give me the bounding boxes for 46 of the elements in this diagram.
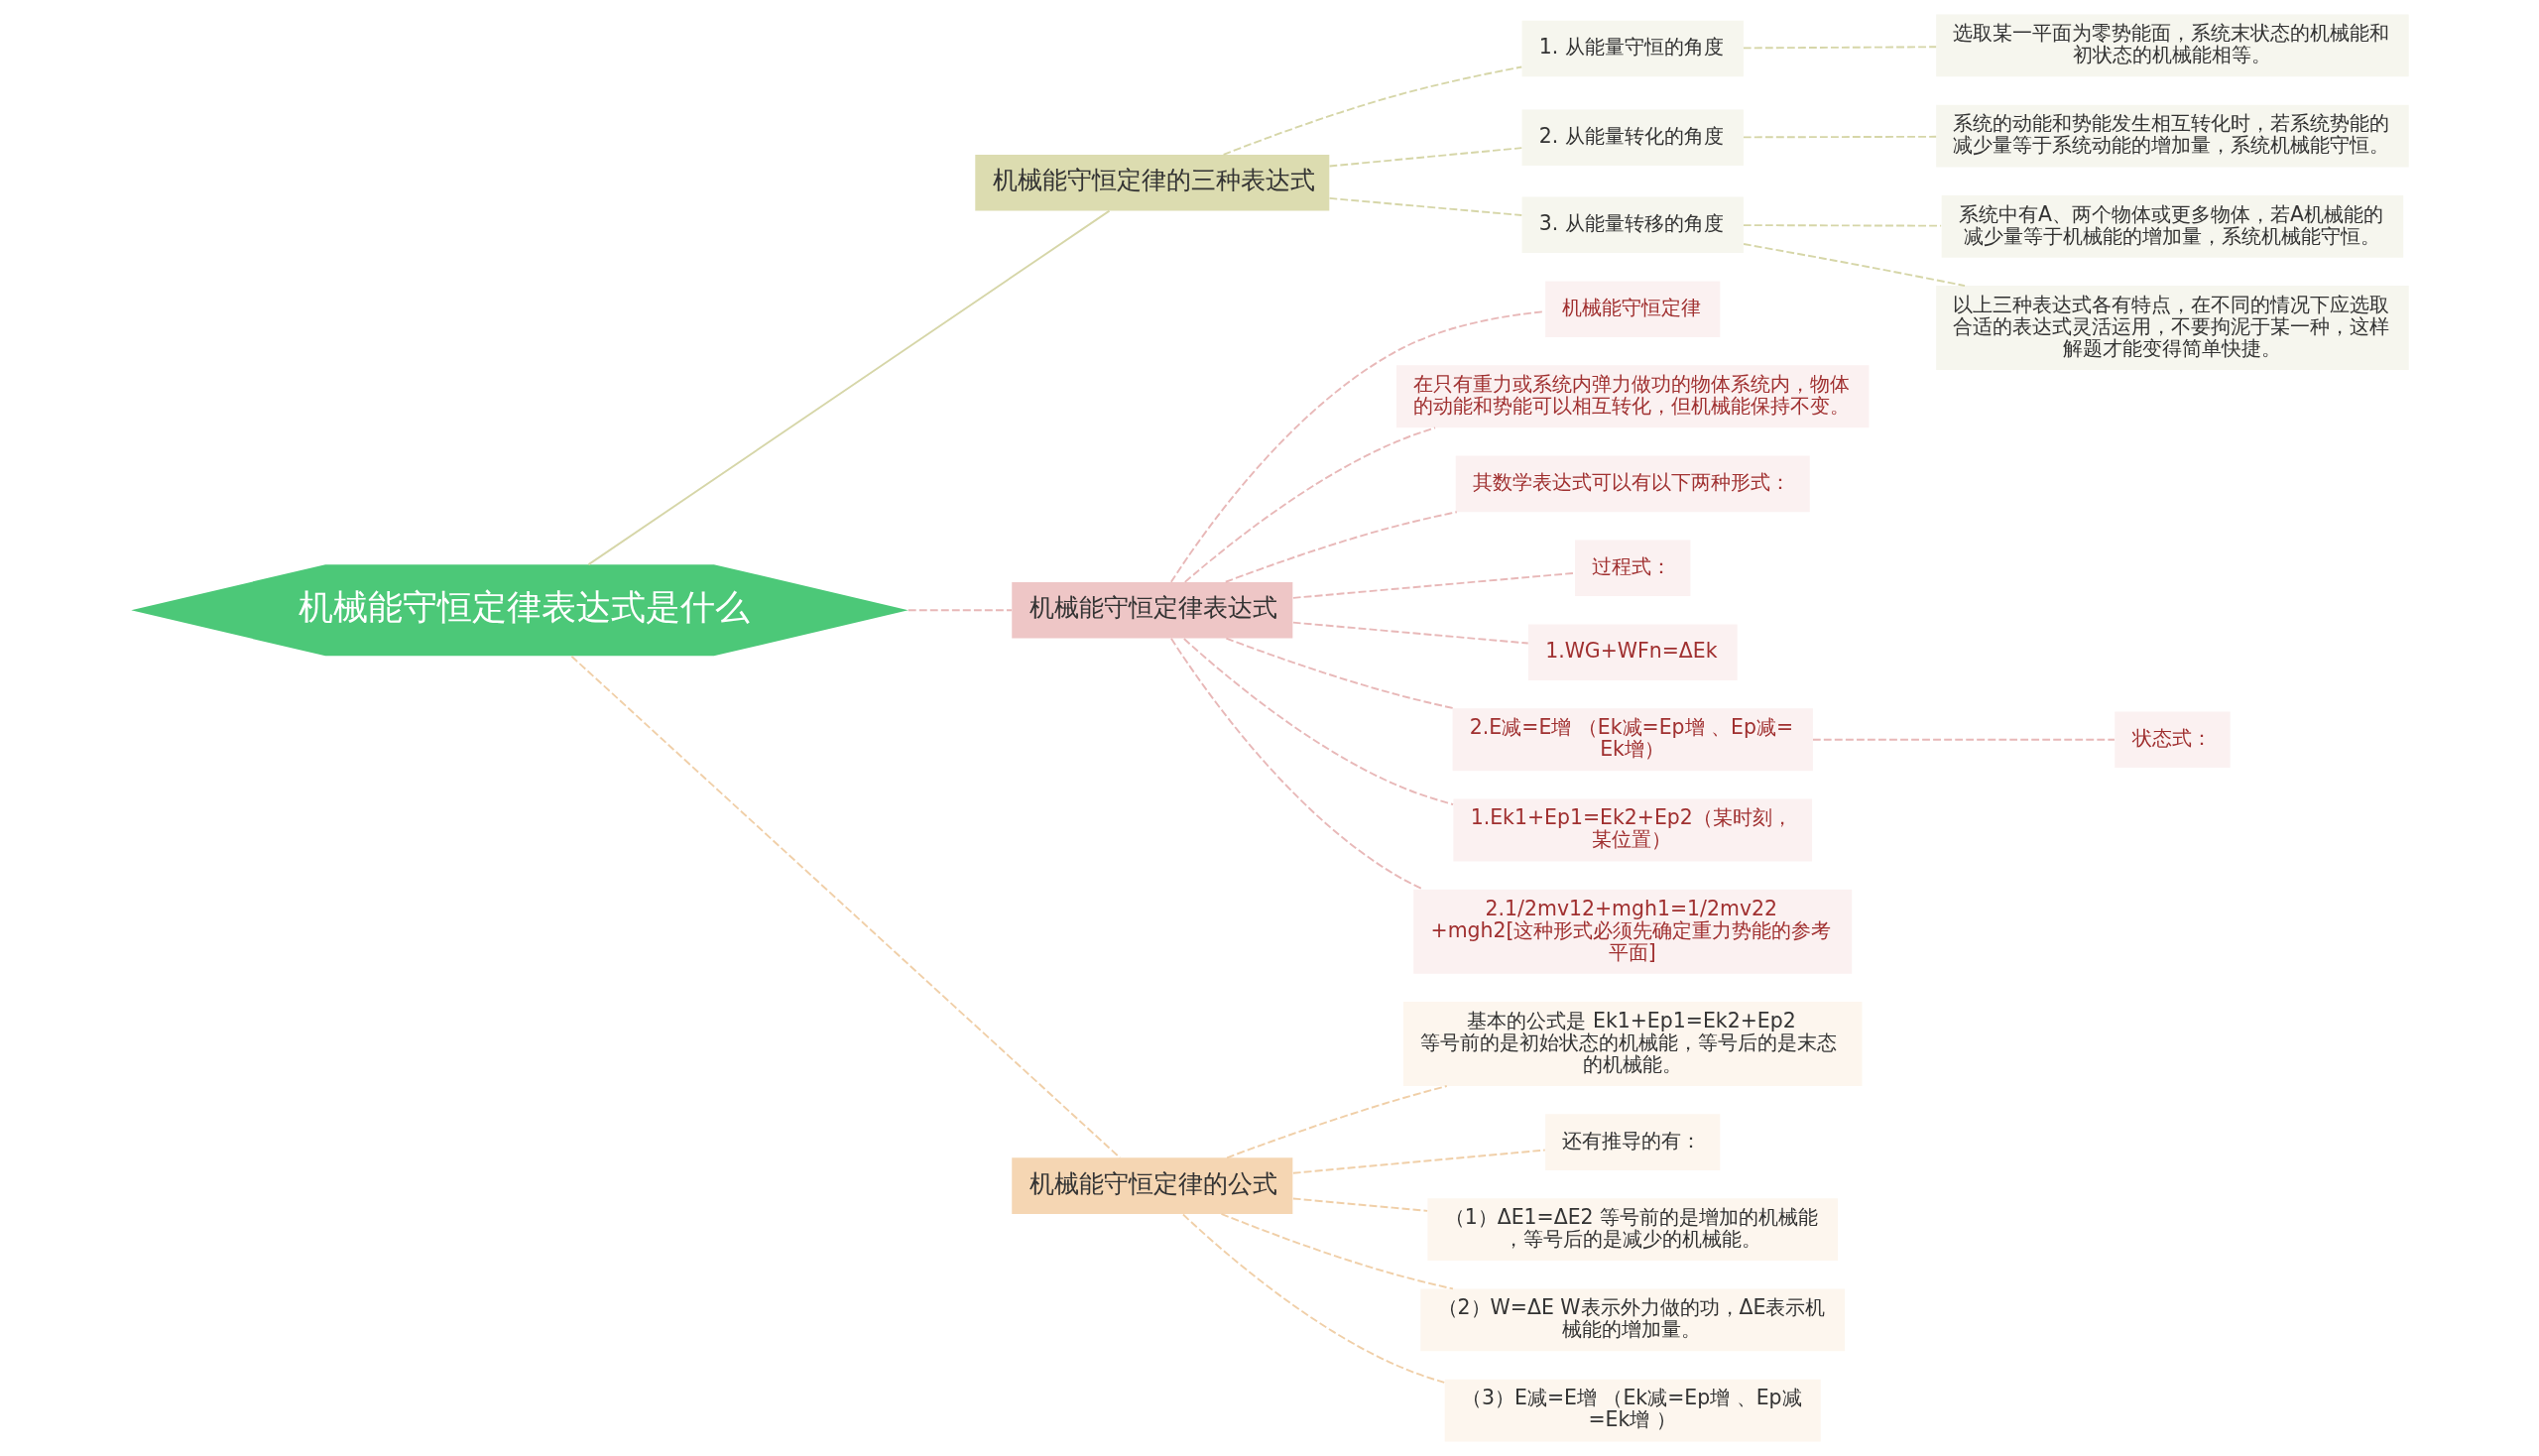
connector bbox=[1222, 65, 1522, 156]
connector bbox=[1224, 511, 1458, 583]
connector bbox=[1742, 224, 1942, 227]
connector bbox=[1291, 1197, 1428, 1212]
node-box: 选取某一平面为零势能面，系统末状态的机械能和初状态的机械能相等。 bbox=[1935, 14, 2409, 77]
node-box: 机械能守恒定律表达式 bbox=[1011, 581, 1292, 639]
connector bbox=[1182, 638, 1454, 805]
connector bbox=[1811, 738, 2116, 741]
connector bbox=[1328, 197, 1522, 216]
node-box: 2.1/2mv12+mgh1=1/2mv22+mgh2[这种形式必须先确定重力势能的参考平面] bbox=[1412, 889, 1852, 974]
connector bbox=[1291, 1149, 1546, 1174]
node-box: （1）ΔE1=ΔE2 等号前的是增加的机械能，等号后的是减少的机械能。 bbox=[1426, 1198, 1838, 1262]
node-box: 过程式： bbox=[1574, 540, 1690, 597]
node-box: （3）E减=E增 （Ek减=Ep增 、Ep减=Ek增 ） bbox=[1444, 1379, 1821, 1442]
connector bbox=[1291, 621, 1529, 645]
connector bbox=[907, 609, 1013, 612]
connector bbox=[1742, 135, 1937, 139]
connector bbox=[569, 655, 1121, 1159]
node-box: 1. 从能量守恒的角度 bbox=[1521, 20, 1744, 77]
node-box: 以上三种表达式各有特点，在不同的情况下应选取合适的表达式灵活运用，不要拘泥于某一种，这样解题才能变得简单快捷。 bbox=[1935, 286, 2409, 371]
node-box: 系统的动能和势能发生相互转化时，若系统势能的减少量等于系统动能的增加量，系统机械能守恒。 bbox=[1935, 104, 2409, 168]
connector bbox=[1181, 1213, 1445, 1384]
connector bbox=[587, 209, 1110, 566]
connector bbox=[1225, 1085, 1448, 1159]
connector bbox=[1328, 147, 1522, 168]
node-box: 机械能守恒定律的三种表达式 bbox=[974, 155, 1329, 211]
node-box: 机械能守恒定律的公式 bbox=[1011, 1157, 1292, 1214]
connector bbox=[1742, 46, 1937, 50]
node-box: 还有推导的有： bbox=[1544, 1114, 1720, 1170]
node-box: 在只有重力或系统内弹力做功的物体系统内，物体的动能和势能可以相互转化，但机械能保持不变。 bbox=[1395, 365, 1869, 428]
node-box: 状态式： bbox=[2114, 711, 2231, 769]
connector bbox=[1224, 637, 1455, 710]
connector bbox=[1169, 637, 1424, 891]
node-box: 1.WG+WFn=ΔEk bbox=[1527, 624, 1738, 681]
node-box: 2.E减=E增 （Ek减=Ep增 、Ep减=Ek增） bbox=[1452, 708, 1813, 772]
node-box: 1.Ek1+Ep1=Ek2+Ep2（某时刻，某位置） bbox=[1452, 798, 1812, 862]
node-box: 基本的公式是 Ek1+Ep1=Ek2+Ep2 等号前的是初始状态的机械能，等号后的是末态的机械能。 bbox=[1402, 1002, 1862, 1086]
node-box: 其数学表达式可以有以下两种形式： bbox=[1455, 455, 1810, 513]
connector bbox=[1291, 571, 1576, 599]
connector bbox=[1220, 1213, 1454, 1290]
node-box: （2）W=ΔE W表示外力做的功，ΔE表示机械能的增加量。 bbox=[1419, 1288, 1845, 1352]
connector bbox=[1742, 243, 1966, 287]
connector bbox=[1183, 426, 1436, 583]
node-box: 系统中有A、两个物体或更多物体，若A机械能的减少量等于机械能的增加量，系统机械能守恒。 bbox=[1941, 194, 2403, 258]
node-box: 3. 从能量转移的角度 bbox=[1521, 196, 1744, 254]
node-box: 2. 从能量转化的角度 bbox=[1521, 109, 1744, 166]
